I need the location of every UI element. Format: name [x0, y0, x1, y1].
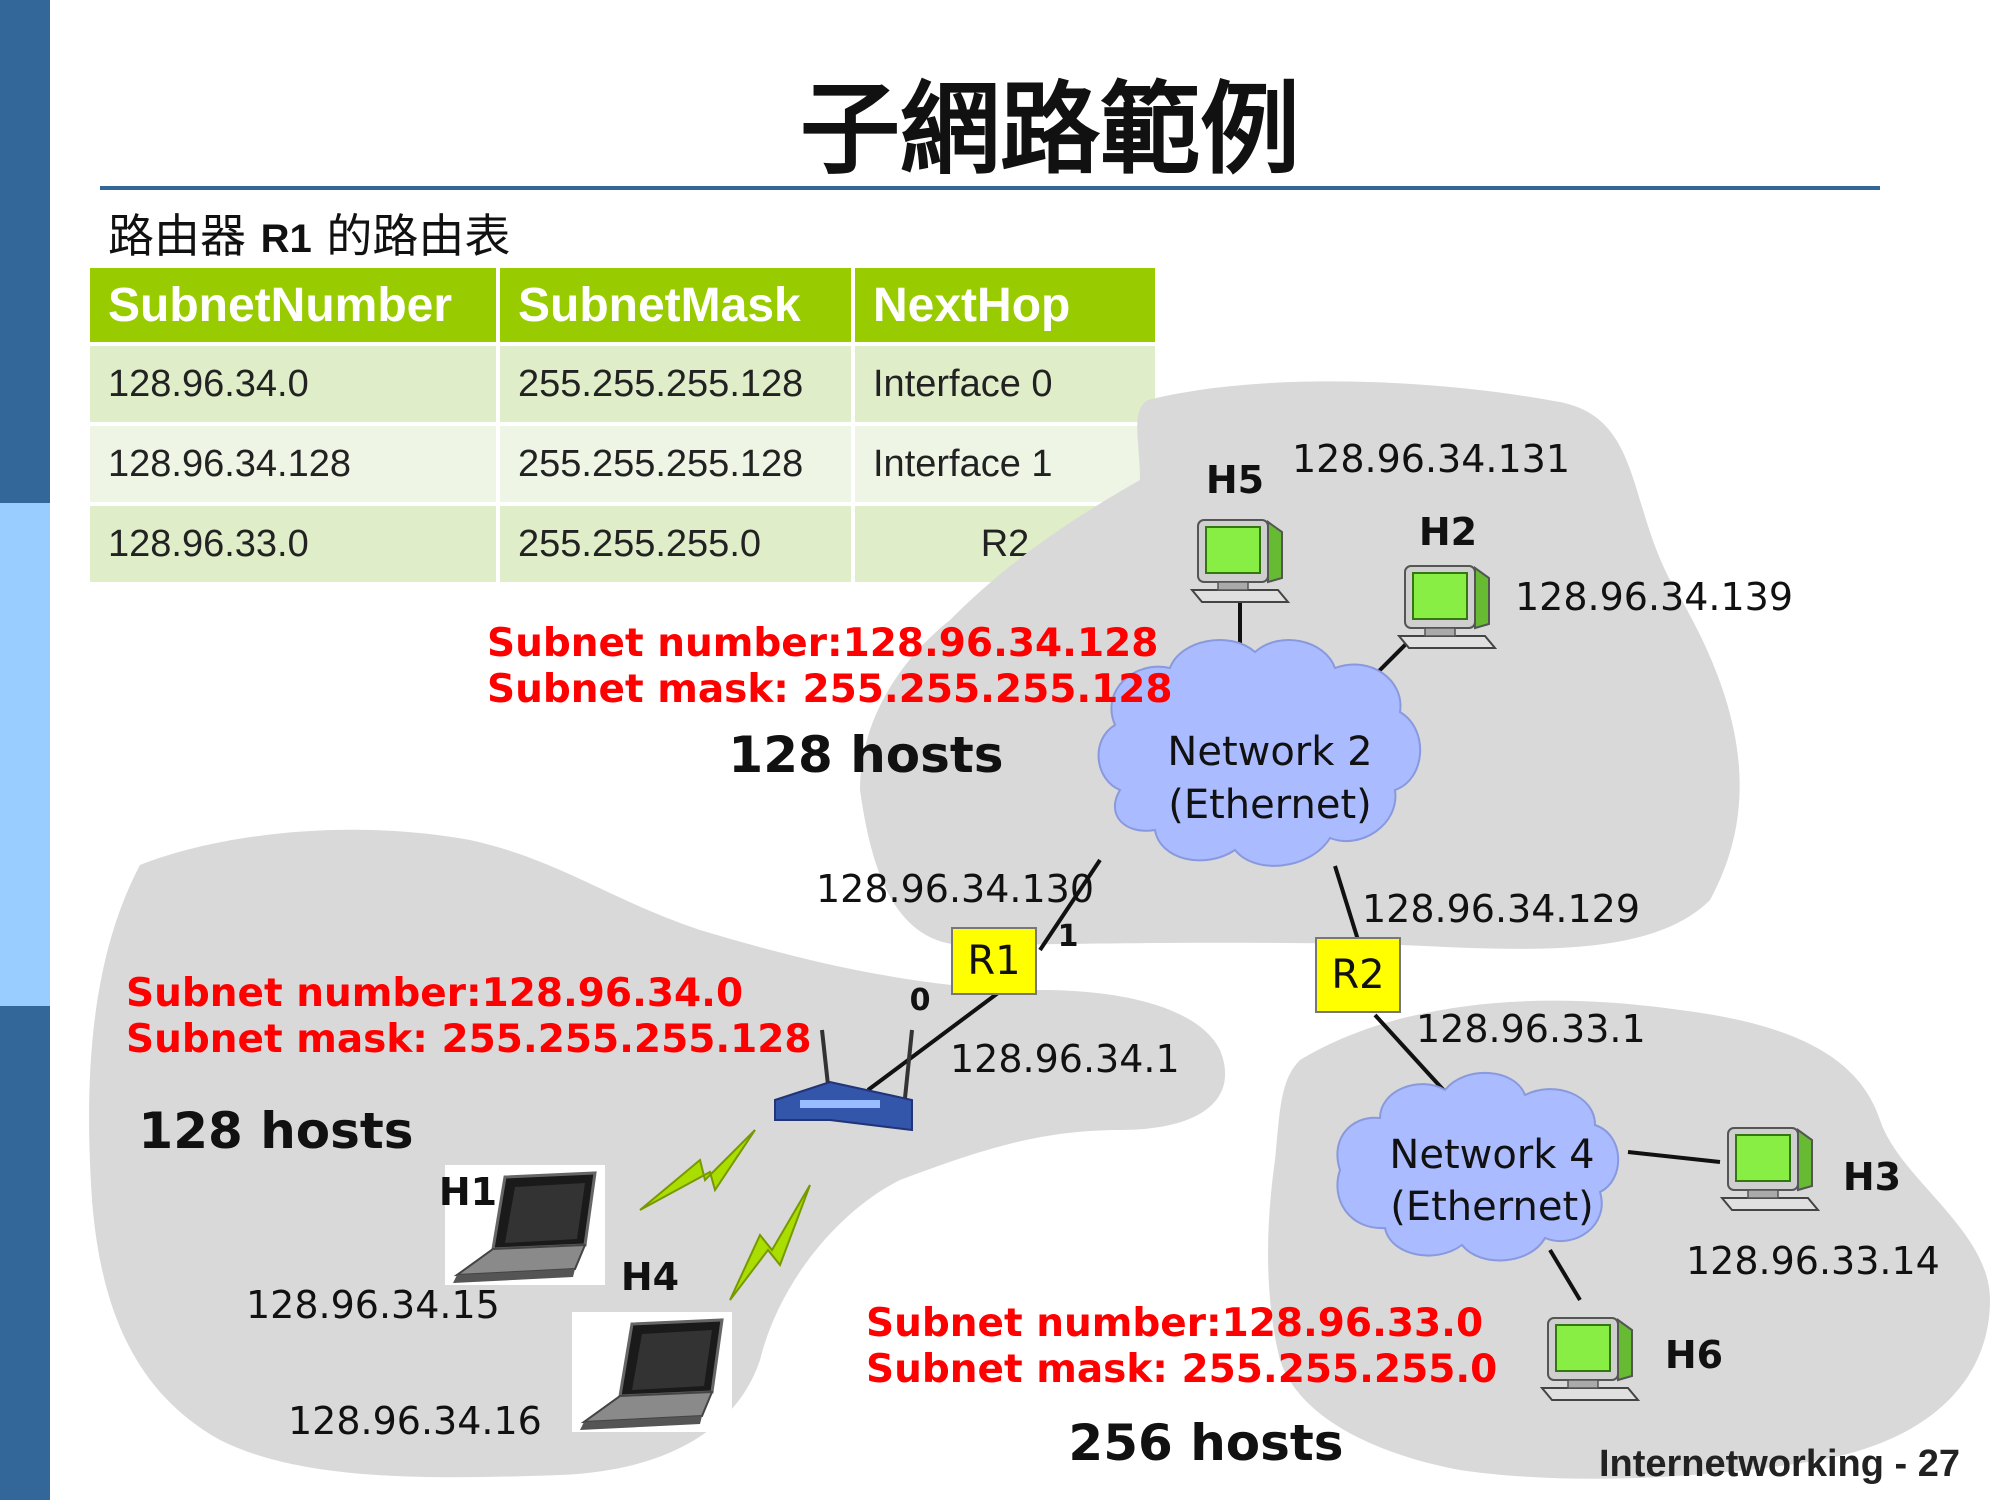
subnet-blob-a — [89, 829, 1226, 1478]
access-point-icon — [774, 1029, 914, 1132]
host-h3-ip: 128.96.33.14 — [1686, 1239, 1940, 1283]
host-h5-ip: 128.96.34.131 — [1292, 437, 1570, 481]
host-h4-ip: 128.96.34.16 — [288, 1399, 542, 1443]
sidebar-stripe-bottom — [0, 1006, 50, 1500]
sidebar-stripe — [0, 0, 50, 1500]
host-h4-label: H4 — [621, 1255, 679, 1299]
network-4-cloud — [1336, 1071, 1620, 1262]
wireless-signal-icon-2 — [729, 1184, 811, 1301]
link-r1-ap — [866, 988, 1004, 1092]
router-r2-label: R2 — [1331, 952, 1384, 998]
link-n4-h3 — [1627, 1150, 1721, 1164]
link-r2-n4 — [1373, 1013, 1450, 1097]
link-r2-n2 — [1333, 865, 1360, 941]
table-row: 128.96.33.0 255.255.255.0 R2 — [90, 506, 1155, 582]
table-row: 128.96.34.0 255.255.255.128 Interface 0 — [90, 346, 1155, 422]
wireless-signal-icon — [639, 1129, 756, 1211]
caption-suffix: 的路由表 — [311, 209, 511, 263]
table-cell: 128.96.34.128 — [90, 426, 496, 502]
table-cell: Interface 0 — [855, 346, 1155, 422]
r1-ip-interface-0: 128.96.34.1 — [950, 1037, 1180, 1081]
sidebar-stripe-middle — [0, 503, 50, 1006]
router-r2 — [1315, 937, 1401, 1013]
host-h6-label: H6 — [1665, 1333, 1723, 1377]
table-cell: 128.96.33.0 — [90, 506, 496, 582]
network-4-label-2: (Ethernet) — [1390, 1184, 1594, 1230]
sidebar-stripe-top — [0, 0, 50, 503]
link-n4-h6 — [1548, 1248, 1582, 1302]
link-r1-n2 — [1038, 858, 1102, 952]
r2-ip-network-2: 128.96.34.129 — [1362, 887, 1640, 931]
subnet-a-number: Subnet number:128.96.34.0 — [126, 971, 743, 1016]
page-title: 子網路範例 — [800, 71, 1300, 188]
title-rule — [100, 186, 1880, 190]
laptop-h4-icon — [570, 1310, 734, 1434]
subnet-b-hosts: 128 hosts — [728, 726, 1003, 784]
network-2-label-1: Network 2 — [1167, 729, 1372, 775]
header-subnet-number: SubnetNumber — [90, 268, 496, 342]
pc-h5-icon — [1191, 519, 1289, 603]
r1-interface-1: 1 — [1058, 919, 1079, 954]
subnet-a-mask: Subnet mask: 255.255.255.128 — [126, 1017, 812, 1062]
routing-table: SubnetNumber SubnetMask NextHop 128.96.3… — [86, 264, 1159, 586]
pc-h2-icon — [1398, 565, 1496, 649]
table-cell: 255.255.255.128 — [500, 346, 851, 422]
host-h1-label: H1 — [439, 1170, 497, 1214]
table-cell: Interface 1 — [855, 426, 1155, 502]
r1-ip-interface-1: 128.96.34.130 — [816, 867, 1094, 911]
subnet-b-number: Subnet number:128.96.34.128 — [487, 621, 1158, 666]
host-h5-label: H5 — [1206, 458, 1264, 502]
pc-h3-icon — [1721, 1127, 1819, 1211]
router-r1 — [951, 927, 1037, 995]
network-2-cloud — [1097, 639, 1422, 867]
router-r1-label: R1 — [967, 938, 1020, 984]
subnet-c-mask: Subnet mask: 255.255.255.0 — [866, 1347, 1497, 1392]
table-row: 128.96.34.128 255.255.255.128 Interface … — [90, 426, 1155, 502]
table-cell: 255.255.255.0 — [500, 506, 851, 582]
header-next-hop: NextHop — [855, 268, 1155, 342]
subnet-a-hosts: 128 hosts — [138, 1102, 413, 1160]
header-subnet-mask: SubnetMask — [500, 268, 851, 342]
table-cell: 255.255.255.128 — [500, 426, 851, 502]
table-cell: 128.96.34.0 — [90, 346, 496, 422]
table-caption: 路由器 R1 的路由表 — [108, 200, 510, 266]
pc-h6-icon — [1541, 1317, 1639, 1401]
subnet-c-hosts: 256 hosts — [1068, 1414, 1343, 1472]
host-h2-ip: 128.96.34.139 — [1515, 575, 1793, 619]
table-header-row: SubnetNumber SubnetMask NextHop — [90, 268, 1155, 342]
host-h2-label: H2 — [1419, 510, 1477, 554]
subnet-c-number: Subnet number:128.96.33.0 — [866, 1301, 1483, 1346]
caption-router: R1 — [260, 217, 312, 261]
network-2-label-2: (Ethernet) — [1168, 782, 1372, 828]
subnet-b-mask: Subnet mask: 255.255.255.128 — [487, 667, 1173, 712]
host-h1-ip: 128.96.34.15 — [246, 1283, 500, 1327]
r2-ip-network-4: 128.96.33.1 — [1416, 1007, 1646, 1051]
slide-footer: Internetworking - 27 — [1598, 1443, 1960, 1485]
network-4-label-1: Network 4 — [1389, 1132, 1594, 1178]
r1-interface-0: 0 — [910, 983, 931, 1018]
host-h3-label: H3 — [1843, 1155, 1901, 1199]
caption-prefix: 路由器 — [108, 209, 261, 263]
